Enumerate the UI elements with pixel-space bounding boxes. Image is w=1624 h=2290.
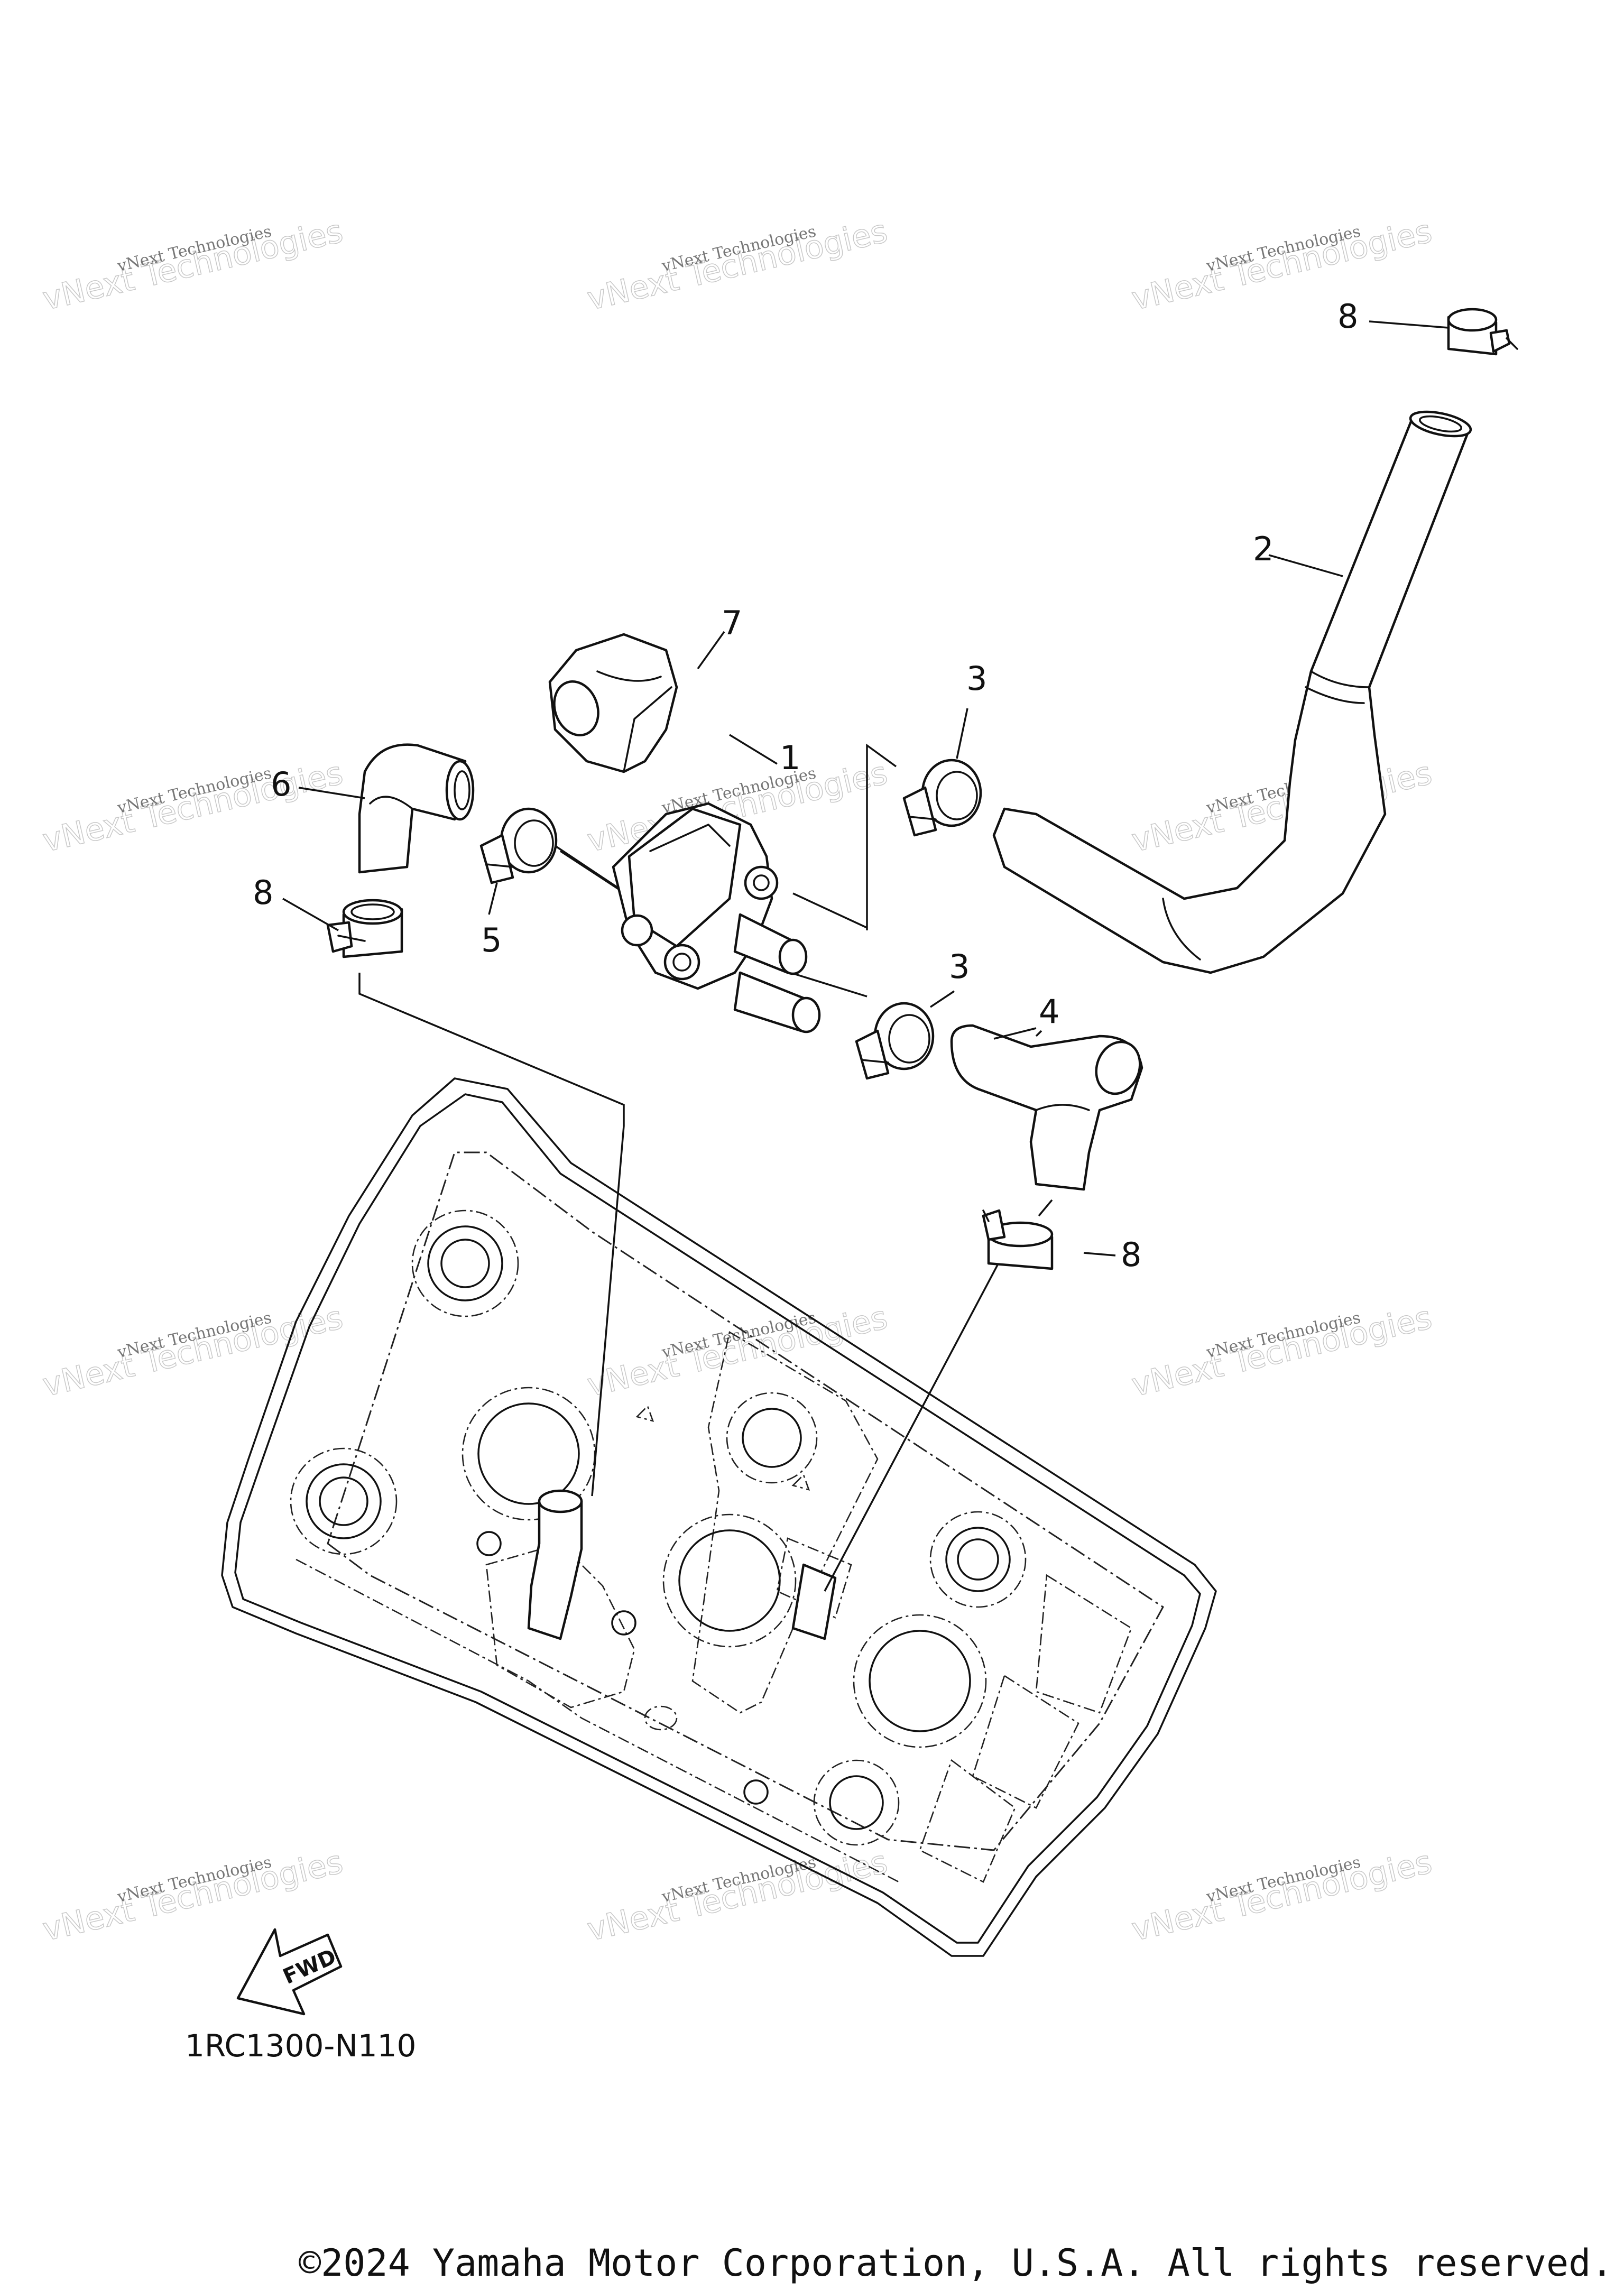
svg-text:vNext Technologies: vNext Technologies [39,213,346,318]
watermark: vNext Technologies vNext Technologies [39,1299,347,1405]
part-8-clamp-left [326,899,403,958]
part-2-hose [992,410,1472,974]
callout-5: 5 [481,921,502,959]
callout-8-left: 8 [253,873,273,912]
callout-1: 1 [780,738,800,777]
callout-2: 2 [1253,530,1274,568]
svg-text:vNext Technologies: vNext Technologies [584,213,891,318]
callout-8-lower: 8 [1121,1235,1141,1274]
part-6-elbow-hose [358,743,475,874]
svg-text:vNext Technologies: vNext Technologies [1128,1299,1435,1404]
part-8-clamp-top [1447,308,1518,356]
part-3-clamp-lower [855,1002,935,1080]
cylinder-head-cover [221,1077,1217,1957]
callout-6: 6 [271,765,291,804]
watermark: vNext Technologies vNext Technologies [39,213,347,318]
part-8-clamp-lower [982,1209,1054,1270]
copyright-notice: ©2024 Yamaha Motor Corporation, U.S.A. A… [299,2241,1613,2285]
svg-text:vNext Technologies: vNext Technologies [1128,213,1435,318]
watermarks: vNext Technologies vNext Technologies vN… [39,213,1436,1949]
callout-7: 7 [722,604,742,642]
part-5-clamp [479,807,558,884]
callout-8-top: 8 [1337,297,1358,336]
diagram-code: 1RC1300-N110 [185,2028,416,2064]
watermark: vNext Technologies vNext Technologies [1128,1299,1436,1405]
part-3-clamp-upper [902,759,982,837]
svg-text:vNext Technologies: vNext Technologies [39,754,346,860]
callout-3-upper: 3 [966,659,987,698]
svg-text:vNext Technologies: vNext Technologies [584,1843,891,1949]
svg-text:vNext Technologies: vNext Technologies [584,1299,891,1404]
watermark: vNext Technologies vNext Technologies [1128,1843,1436,1949]
watermark: vNext Technologies vNext Technologies [584,213,891,318]
svg-text:vNext Technologies: vNext Technologies [39,1843,346,1949]
routing-lines [358,743,1053,1592]
part-7-cap [548,633,678,773]
callout-4: 4 [1039,992,1059,1031]
callout-3-lower: 3 [949,947,970,986]
watermark: vNext Technologies vNext Technologies [1128,213,1436,318]
svg-text:vNext Technologies: vNext Technologies [1128,1843,1435,1949]
fwd-arrow: FWD [236,1928,343,2016]
part-4-elbow-hose [950,1024,1143,1191]
callout-leaders [282,320,1449,1257]
part-1-valve [555,802,821,1033]
watermark: vNext Technologies vNext Technologies [584,1299,891,1405]
callouts: 1 2 3 3 4 5 6 7 8 8 8 [253,297,1358,1274]
watermark: vNext Technologies vNext Technologies [39,754,347,860]
watermark: vNext Technologies vNext Technologies [39,1843,347,1949]
